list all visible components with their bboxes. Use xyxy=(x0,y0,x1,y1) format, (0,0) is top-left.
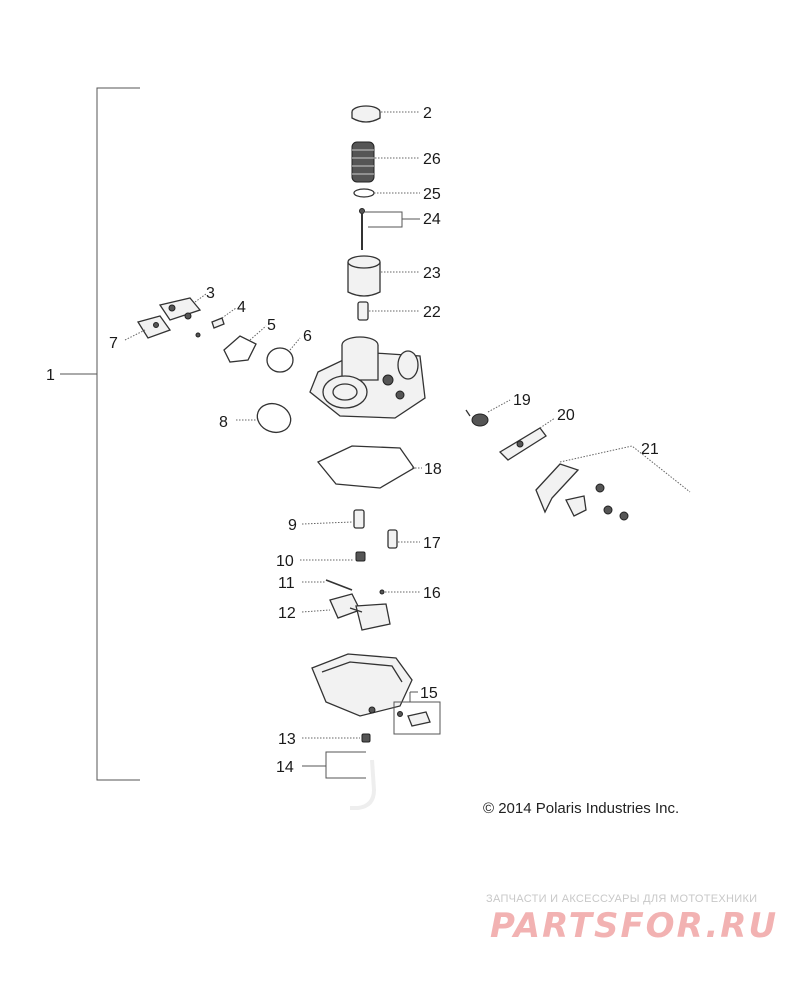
part-screw[interactable] xyxy=(195,307,237,338)
part-cap[interactable] xyxy=(351,105,420,123)
assembly-bracket xyxy=(60,87,140,781)
part-needle[interactable] xyxy=(359,208,421,251)
part-float-pin[interactable] xyxy=(302,579,353,591)
watermark-brand: PARTSFOR.RU xyxy=(490,906,779,946)
part-float[interactable] xyxy=(301,593,391,631)
part-clip[interactable] xyxy=(353,188,420,198)
part-o-ring-small[interactable] xyxy=(266,337,301,373)
callout-4: 4 xyxy=(237,299,246,316)
callout-18: 18 xyxy=(424,461,442,478)
callout-14: 14 xyxy=(276,759,294,776)
callout-26: 26 xyxy=(423,151,441,168)
callout-12: 12 xyxy=(278,605,296,622)
part-needle-valve[interactable] xyxy=(379,589,420,595)
callout-25: 25 xyxy=(423,186,441,203)
part-bowl-gasket[interactable] xyxy=(316,445,422,489)
part-lever[interactable] xyxy=(498,417,556,461)
callout-6: 6 xyxy=(303,328,312,345)
part-carburetor-body[interactable] xyxy=(309,336,426,419)
callout-19: 19 xyxy=(513,392,531,409)
callout-16: 16 xyxy=(423,585,441,602)
callout-13: 13 xyxy=(278,731,296,748)
part-main-jet[interactable] xyxy=(300,551,366,562)
callout-7: 7 xyxy=(109,335,118,352)
part-jet-holder[interactable] xyxy=(301,509,365,529)
part-spring[interactable] xyxy=(351,141,420,183)
callout-10: 10 xyxy=(276,553,294,570)
callout-24: 24 xyxy=(423,211,441,228)
part-gasket-small[interactable] xyxy=(223,325,267,363)
part-bracket[interactable] xyxy=(124,315,172,341)
callout-3: 3 xyxy=(206,285,215,302)
part-throttle-slide[interactable] xyxy=(347,255,420,297)
part-clamp[interactable] xyxy=(302,733,371,743)
callout-5: 5 xyxy=(267,317,276,334)
callout-1: 1 xyxy=(46,367,55,384)
part-linkage[interactable] xyxy=(535,445,691,521)
callout-17: 17 xyxy=(423,535,441,552)
callout-21: 21 xyxy=(641,441,659,458)
part-drain-kit[interactable] xyxy=(393,691,441,735)
part-drain-hose[interactable] xyxy=(302,751,377,810)
callout-11: 11 xyxy=(278,575,295,592)
part-float-bowl[interactable] xyxy=(311,653,413,717)
callout-23: 23 xyxy=(423,265,441,282)
callout-8: 8 xyxy=(219,414,228,431)
callout-9: 9 xyxy=(288,517,297,534)
callout-2: 2 xyxy=(423,105,432,122)
part-pilot-jet[interactable] xyxy=(387,529,420,549)
copyright-text: © 2014 Polaris Industries Inc. xyxy=(483,800,680,817)
part-cover[interactable] xyxy=(158,293,207,321)
part-needle-jet[interactable] xyxy=(357,301,420,321)
callout-22: 22 xyxy=(423,304,441,321)
callout-15: 15 xyxy=(420,685,438,702)
part-o-ring-large[interactable] xyxy=(236,399,295,437)
part-return-spring[interactable] xyxy=(465,399,511,427)
callout-20: 20 xyxy=(557,407,575,424)
watermark-tagline: ЗАПЧАСТИ И АКСЕССУАРЫ ДЛЯ МОТОТЕХНИКИ xyxy=(486,893,758,905)
